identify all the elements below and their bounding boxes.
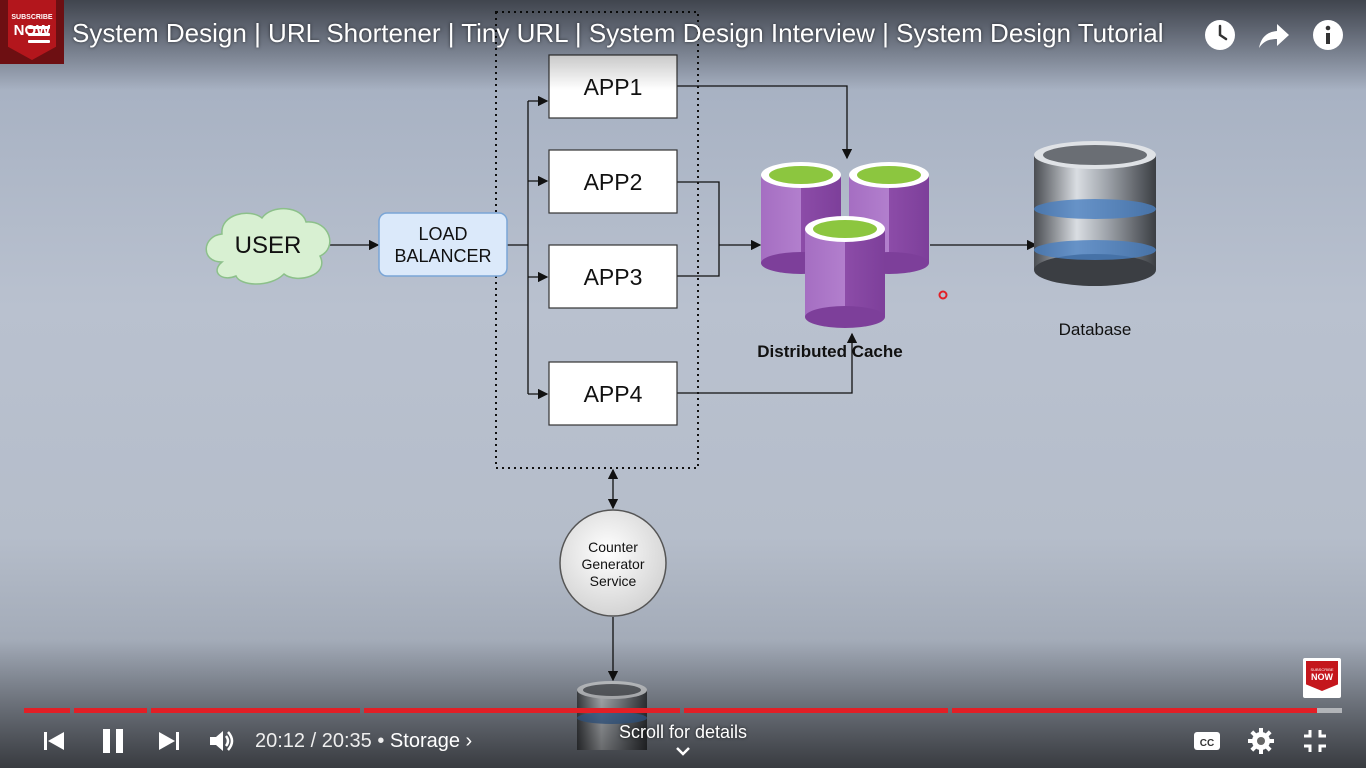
share-arrow-icon	[1259, 24, 1289, 48]
gear-icon	[1248, 728, 1274, 754]
app-server-3: APP3	[548, 244, 678, 309]
video-title[interactable]: System Design | URL Shortener | Tiny URL…	[72, 18, 1164, 48]
chevron-down-icon[interactable]	[673, 744, 693, 758]
watermark-now-text: NOW	[1311, 672, 1333, 682]
avatar-ribbon	[8, 0, 56, 60]
app-label: APP1	[584, 74, 643, 100]
watch-later-button[interactable]	[1203, 18, 1237, 52]
pause-button[interactable]	[98, 726, 128, 756]
skip-previous-icon	[44, 732, 64, 750]
volume-icon	[210, 731, 234, 751]
database-label: Database	[1059, 320, 1132, 339]
pause-icon	[103, 729, 123, 753]
counter-service-label-line1: Counter	[588, 539, 638, 555]
avatar-subscribe-text: SUBSCRIBE	[11, 14, 53, 21]
previous-button[interactable]	[39, 726, 69, 756]
database-node: Database	[1034, 141, 1156, 339]
next-button[interactable]	[154, 726, 184, 756]
app-label: APP3	[584, 264, 643, 290]
app-server-4: APP4	[548, 361, 678, 426]
scroll-for-details[interactable]: Scroll for details	[618, 722, 748, 742]
duration: 20:35	[321, 730, 372, 752]
share-button[interactable]	[1257, 18, 1291, 52]
current-time: 20:12	[255, 730, 306, 752]
watermark-ribbon	[1306, 661, 1338, 691]
app-label: APP4	[584, 381, 643, 407]
info-button[interactable]	[1311, 18, 1345, 52]
load-balancer-label-line2: BALANCER	[394, 246, 491, 266]
subscribe-watermark[interactable]: SUBSCRIBE NOW	[1303, 658, 1341, 698]
app-server-2: APP2	[548, 149, 678, 214]
counter-generator-service-node: Counter Generator Service	[559, 509, 667, 617]
chapter-separator: •	[371, 730, 390, 752]
load-balancer-node: LOAD BALANCER	[378, 212, 508, 277]
app-label: APP2	[584, 169, 643, 195]
chapter-title: Storage	[389, 730, 460, 752]
distributed-cache-label: Distributed Cache	[757, 342, 902, 361]
progress-bar[interactable]	[24, 708, 1342, 713]
captions-button[interactable]: CC	[1192, 726, 1222, 756]
user-label: USER	[235, 232, 302, 259]
time-display: 20:12 / 20:35 • Storage ›	[255, 730, 472, 753]
exit-fullscreen-icon	[1304, 730, 1326, 752]
app-server-1: APP1	[548, 54, 678, 119]
volume-button[interactable]	[207, 726, 237, 756]
chapter-segment[interactable]	[24, 708, 70, 713]
cc-icon: CC	[1194, 732, 1220, 750]
connectors	[323, 85, 1038, 682]
menu-icon[interactable]	[28, 26, 50, 44]
info-icon	[1313, 20, 1343, 50]
cursor-dot	[938, 290, 948, 300]
skip-next-icon	[159, 732, 179, 750]
unplayed-segment[interactable]	[1317, 708, 1342, 713]
counter-service-label-line2: Generator	[581, 556, 644, 572]
exit-fullscreen-button[interactable]	[1300, 726, 1330, 756]
cache-cylinder	[805, 216, 885, 328]
settings-button[interactable]	[1246, 726, 1276, 756]
user-node: USER	[205, 208, 331, 285]
svg-text:CC: CC	[1200, 738, 1214, 749]
chapter-title-button[interactable]: Storage ›	[390, 730, 472, 752]
watermark-subscribe-text: SUBSCRIBE	[1310, 667, 1334, 672]
chapter-segment[interactable]	[151, 708, 360, 713]
chapter-chevron-icon: ›	[465, 730, 473, 752]
counter-service-label-line3: Service	[590, 573, 637, 589]
chapter-segment[interactable]	[364, 708, 680, 713]
chapter-segment[interactable]	[952, 708, 1317, 713]
distributed-cache-node: Distributed Cache	[757, 162, 929, 361]
time-separator: /	[305, 730, 322, 752]
chapter-segment[interactable]	[684, 708, 948, 713]
clock-icon	[1205, 20, 1235, 50]
load-balancer-label-line1: LOAD	[418, 224, 467, 244]
chapter-segment[interactable]	[74, 708, 147, 713]
